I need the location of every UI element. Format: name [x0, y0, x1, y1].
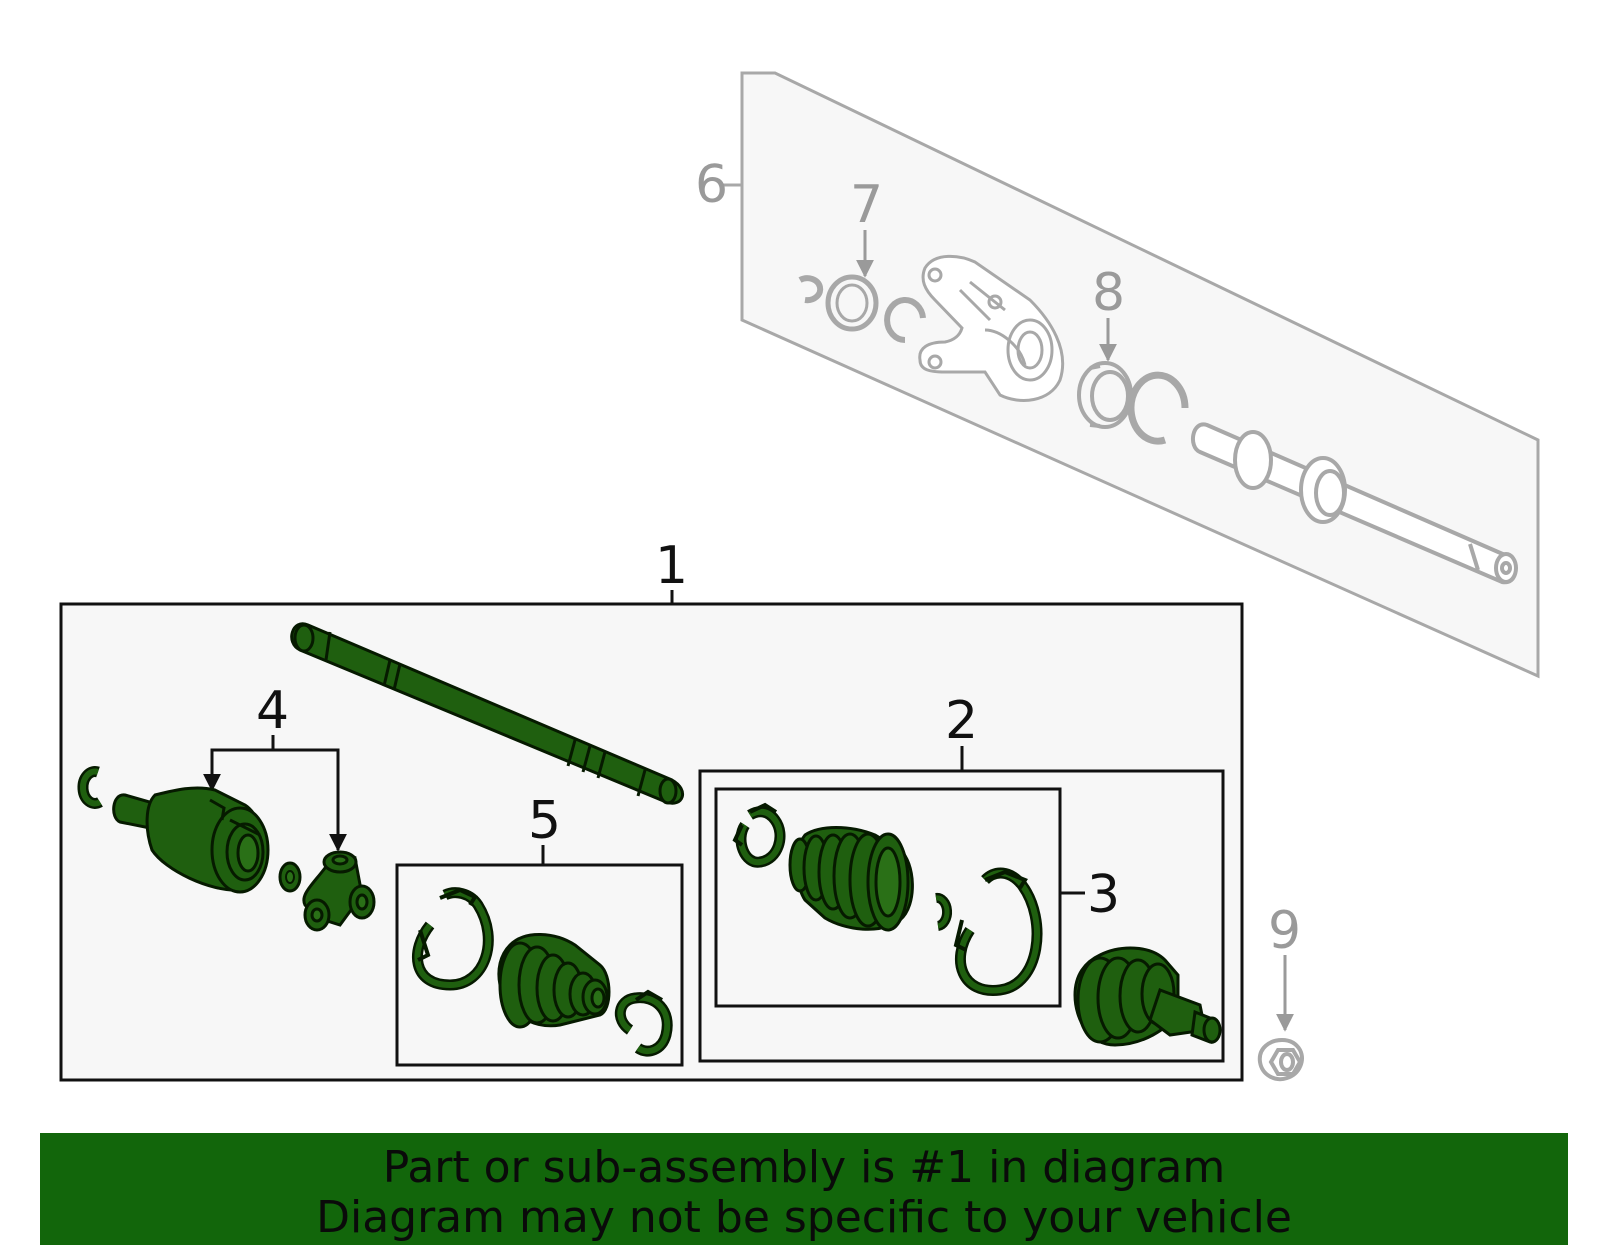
ghost-big-circlip-icon [1127, 371, 1189, 445]
outer-boot-clamp-large-icon [953, 867, 1043, 996]
callout-3: 3 [1087, 865, 1120, 925]
callout-5: 5 [528, 791, 561, 851]
outer-cv-joint-icon [1073, 946, 1222, 1047]
ghost-nut-icon [1257, 1037, 1304, 1082]
ghost-seal-ring-icon [825, 274, 879, 332]
ghost-snap-ring-icon [798, 275, 824, 304]
ghost-intermediate-shaft-icon [1190, 422, 1518, 585]
axle-shaft-icon [290, 622, 684, 805]
callout-4: 4 [256, 681, 289, 741]
callout-8: 8 [1092, 263, 1125, 323]
tripod-icon [302, 850, 376, 932]
callout-9: 9 [1268, 901, 1301, 961]
callout-2: 2 [945, 691, 978, 751]
ghost-nut-9: 9 [1257, 901, 1304, 1082]
boot-inner-icon [497, 933, 611, 1029]
boot-clamp-small-icon [615, 989, 673, 1057]
callout-6: 6 [695, 155, 728, 215]
info-banner: Part or sub-assembly is #1 in diagram Di… [40, 1133, 1568, 1245]
main-assembly-1: 1 4 [59, 536, 1244, 1082]
boot-clamp-large-icon [412, 887, 494, 991]
callout-1: 1 [655, 536, 688, 596]
outer-snap-ring-icon [935, 892, 953, 931]
inner-joint-housing-icon [112, 786, 270, 894]
banner-line-2: Diagram may not be specific to your vehi… [316, 1192, 1292, 1243]
banner-line-1: Part or sub-assembly is #1 in diagram [382, 1142, 1226, 1193]
callout-7: 7 [850, 175, 883, 235]
ghost-assembly-6: 6 7 8 [695, 71, 1540, 679]
ghost-panel [740, 71, 1540, 679]
outer-boot-icon [788, 826, 914, 932]
outer-boot-clamp-small-icon [732, 802, 786, 868]
ghost-circlip-icon [884, 297, 926, 343]
ghost-bearing-bracket-icon [918, 254, 1065, 402]
